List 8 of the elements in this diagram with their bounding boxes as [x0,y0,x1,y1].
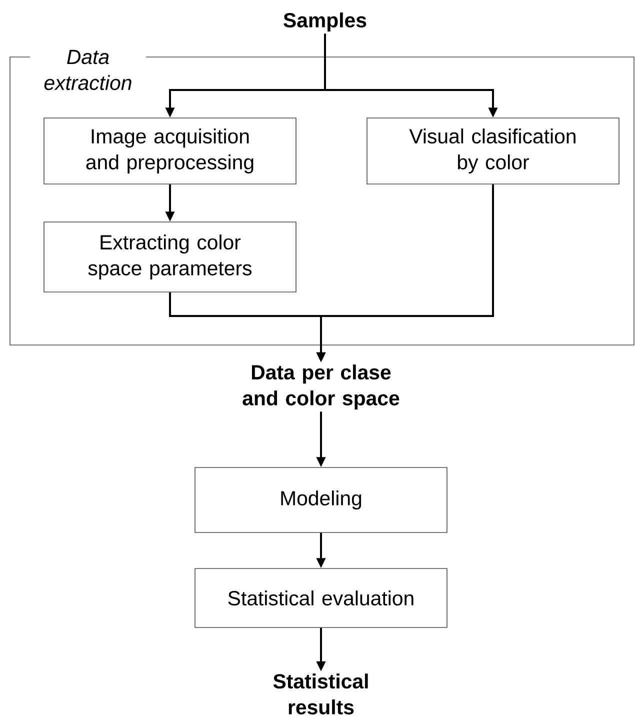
terminal-label: Data per clase and color space [242,364,400,410]
terminal-label: Samples [284,12,366,32]
process-box: Image acquisition and preprocessing [44,118,296,184]
process-box: Statistical evaluation [194,568,448,628]
process-box: Visual clasification by color [366,118,620,184]
terminal-label: Statistical results [273,674,368,714]
process-box: Extracting color space parameters [44,222,296,292]
process-box: Modeling [194,467,448,533]
